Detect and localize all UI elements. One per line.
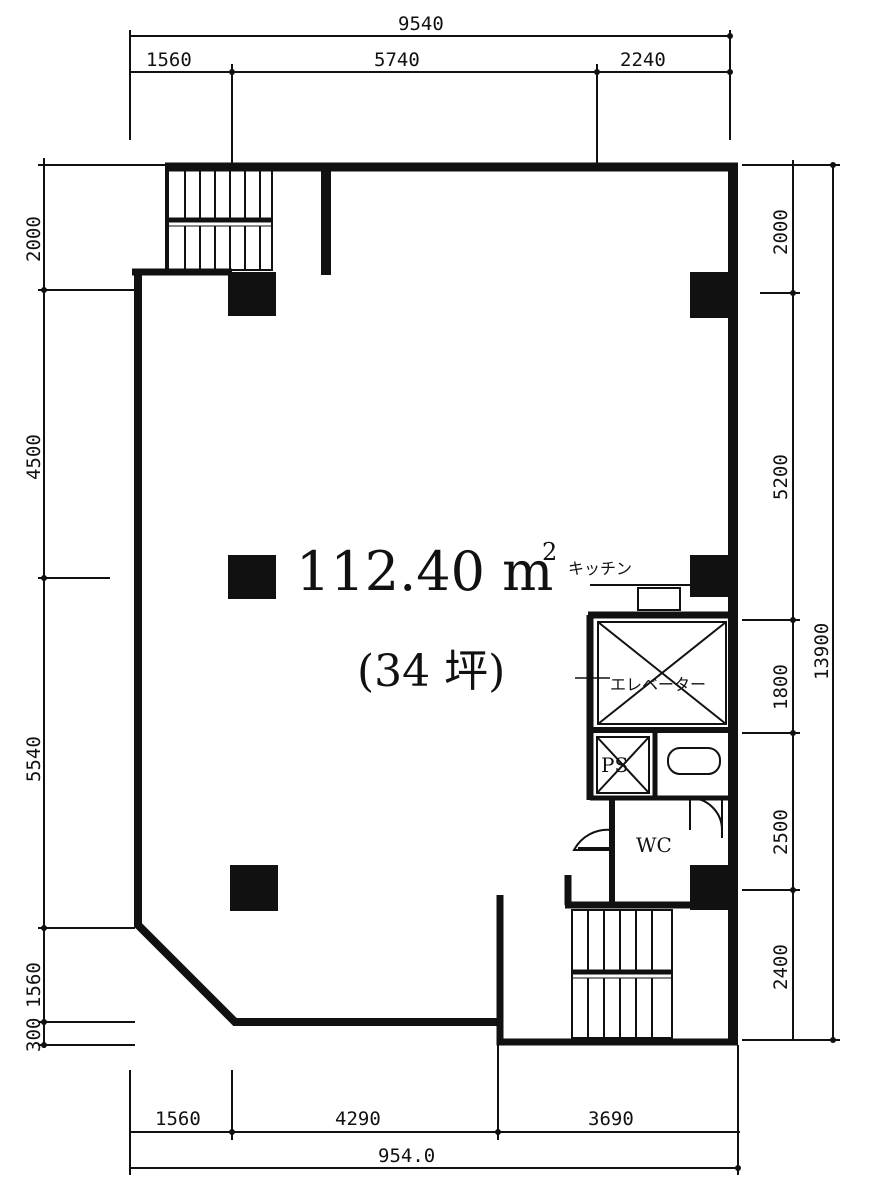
dim-top-total: 9540 [398, 13, 444, 35]
dim-right-seg-2: 5200 [770, 454, 792, 500]
label-ps: PS [601, 753, 628, 777]
column-mid-left [228, 555, 276, 599]
wc-fixtures [572, 747, 723, 851]
dim-left-seg-4: 1560 [23, 962, 45, 1008]
column-low-left [230, 865, 278, 911]
dim-left-seg-3: 5540 [23, 736, 45, 782]
column-mid-right [690, 555, 732, 597]
dim-right-seg-3: 1800 [770, 664, 792, 710]
exterior-walls [132, 162, 738, 1046]
dim-right-seg-4: 2500 [770, 809, 792, 855]
dim-top-seg-3: 2240 [620, 49, 666, 71]
elevator-shaft [575, 621, 727, 725]
label-kitchen: キッチン [568, 559, 632, 578]
column-low-right [690, 865, 732, 910]
dim-top-seg-1: 1560 [146, 49, 192, 71]
column-top-left [228, 272, 276, 316]
dim-bottom-total: 954.0 [378, 1145, 435, 1167]
dim-bottom-seg-3: 3690 [588, 1108, 634, 1130]
floor-area-tsubo: (34 坪) [357, 646, 505, 697]
dim-top-seg-2: 5740 [374, 49, 420, 71]
stair-top-left [167, 169, 273, 271]
dim-right-seg-1: 2000 [770, 209, 792, 255]
dim-left-seg-2: 4500 [23, 434, 45, 480]
stair-bottom-right [571, 909, 673, 1039]
floor-area-superscript: 2 [542, 538, 557, 566]
dim-bottom-seg-1: 1560 [155, 1108, 201, 1130]
left-dimension-lines [38, 158, 170, 1048]
ps-shaft [596, 736, 650, 794]
label-wc: WC [636, 833, 672, 857]
dim-left-seg-1: 2000 [23, 216, 45, 262]
label-elevator: エレベーター [610, 675, 706, 694]
column-top-right [690, 272, 732, 318]
structural-columns [228, 272, 732, 911]
dim-left-seg-5: 300 [23, 1018, 45, 1052]
dim-right-seg-5: 2400 [770, 944, 792, 990]
dim-bottom-seg-2: 4290 [335, 1108, 381, 1130]
dim-right-total: 13900 [811, 623, 833, 680]
floor-area: 112.40 m [296, 540, 553, 603]
